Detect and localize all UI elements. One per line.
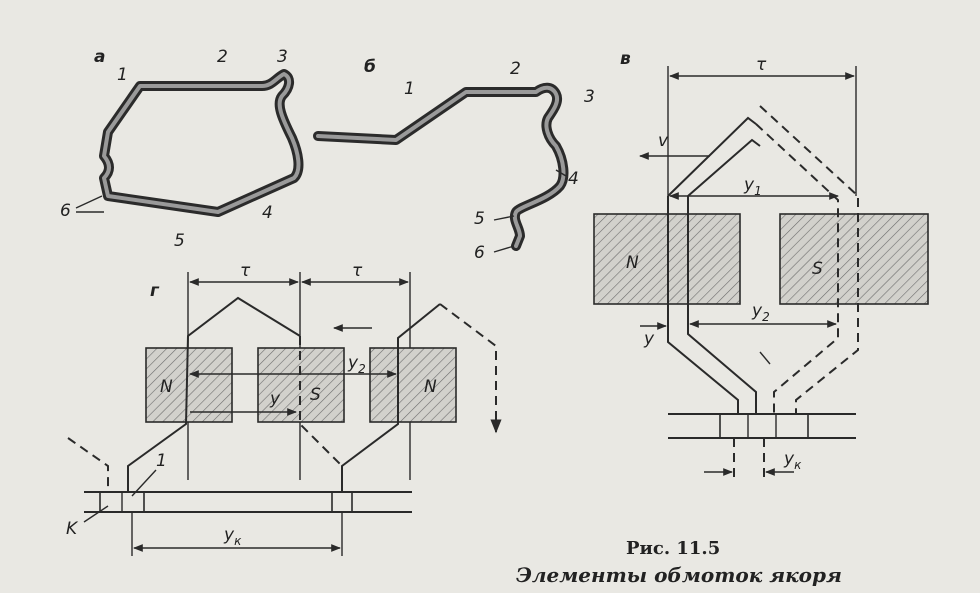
panel-a-label-4: 4	[262, 203, 273, 223]
panel-g-pole-north-2	[369, 347, 457, 423]
panel-g-south-label: S	[310, 385, 321, 405]
panel-a: а 1 2 3 4 5 6	[60, 47, 304, 251]
panel-a-label-5: 5	[174, 231, 185, 251]
panel-v-y1-label: y1	[743, 175, 762, 198]
panel-v-solid-wire-inner	[687, 196, 757, 414]
coil-b	[313, 82, 569, 251]
panel-v-velocity-label: v	[658, 131, 669, 151]
panel-b-leader-5	[493, 215, 515, 221]
panel-b-label-4: 4	[568, 169, 579, 189]
panel-v-solid-top-inner	[687, 138, 761, 197]
panel-g-letter: г	[150, 281, 160, 301]
panel-a-leader-6a	[75, 195, 103, 209]
panel-b-label-3: 3	[584, 87, 595, 107]
panel-v-north-label: N	[626, 253, 639, 273]
panel-g-y2-label: y2	[347, 353, 366, 376]
panel-b-label-6: 6	[474, 243, 485, 263]
panel-v-tau-label: τ	[756, 55, 767, 75]
panel-b-label-5: 5	[474, 209, 485, 229]
panel-v-y2-label: y2	[751, 301, 770, 324]
panel-v-letter: в	[620, 49, 631, 69]
panel-g-tau-label-2: τ	[352, 261, 363, 281]
coil-a	[99, 69, 304, 217]
panel-b-leader-6	[493, 245, 515, 253]
panel-v-solid-wire-outer	[667, 196, 739, 414]
panel-g-one-label: 1	[156, 451, 167, 471]
panel-g-tau-label-1: τ	[240, 261, 251, 281]
panel-a-label-2: 2	[217, 47, 228, 67]
panel-g-yk-label: yк	[223, 525, 242, 548]
panel-g: г τ τ N S N y y2	[66, 261, 502, 556]
panel-g-dashed-incoming	[67, 437, 109, 492]
panel-a-letter: а	[94, 47, 105, 67]
panel-v-y-label: y	[643, 329, 655, 349]
panel-v-dashed-wire-outer	[759, 105, 859, 414]
panel-g-solid-coil-1	[127, 296, 301, 492]
panel-v-yk-label: yк	[783, 449, 802, 472]
panel-g-k-leader	[83, 505, 109, 523]
panel-b: б 1 2 3 4 5 6	[313, 57, 595, 263]
panel-b-label-1: 1	[404, 79, 415, 99]
panel-g-north-label-1: N	[160, 377, 173, 397]
panel-v-cross-mark	[759, 351, 771, 365]
panel-v-commutator-segments	[719, 413, 809, 439]
panel-g-dashed-coil-2	[439, 303, 502, 434]
panel-g-pole-north-1	[145, 347, 233, 423]
panel-g-solid-coil-2	[341, 303, 441, 492]
panel-g-k-label: K	[66, 519, 79, 539]
panel-b-leader-4	[555, 169, 567, 177]
panel-g-one-leader	[131, 469, 157, 497]
panel-a-label-1: 1	[117, 65, 128, 85]
panel-a-label-6: 6	[60, 201, 71, 221]
panel-g-dashed-coil-1	[299, 336, 343, 467]
panel-v-south-label: S	[812, 259, 823, 279]
panel-v-pole-south	[779, 213, 929, 305]
panel-v: в τ v N S y1 y2 y	[593, 49, 929, 480]
caption-title: Элементы обмоток якоря	[516, 563, 842, 587]
panel-g-north-label-2: N	[424, 377, 437, 397]
panel-v-solid-top-outer	[667, 116, 757, 197]
panel-a-label-3: 3	[277, 47, 288, 67]
panel-g-segment-right	[331, 491, 353, 513]
panel-b-label-2: 2	[510, 59, 521, 79]
panel-b-letter: б	[364, 57, 376, 77]
caption-number: Рис. 11.5	[626, 538, 720, 559]
panel-g-y-label: y	[269, 389, 281, 409]
